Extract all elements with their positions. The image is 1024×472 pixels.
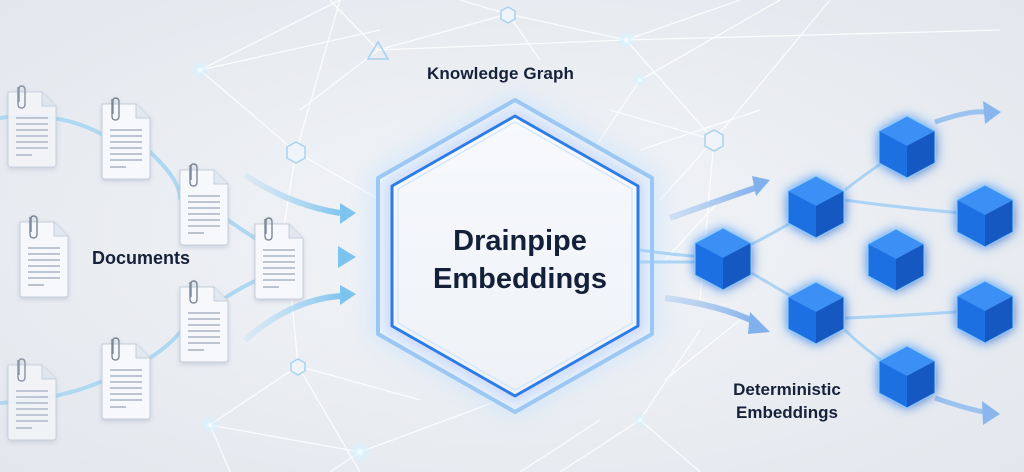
center-title-line-2: Embeddings bbox=[432, 263, 607, 295]
deterministic-label-line-1: Deterministic bbox=[733, 380, 841, 399]
network-hexagon-nodes bbox=[286, 6, 724, 376]
inbound-arrows bbox=[243, 172, 356, 343]
center-title-line-1: Drainpipe bbox=[453, 225, 587, 257]
documents-label: Documents bbox=[92, 248, 191, 268]
network-triangle-node bbox=[366, 40, 390, 60]
deterministic-embeddings-label: Deterministic Embeddings bbox=[722, 378, 852, 424]
center-title: Drainpipe Embeddings bbox=[395, 222, 645, 298]
center-hexagon bbox=[370, 92, 660, 418]
embedding-cubes bbox=[694, 115, 1014, 409]
knowledge-graph-label: Knowledge Graph bbox=[427, 64, 574, 83]
deterministic-label-line-2: Embeddings bbox=[735, 403, 838, 422]
outbound-arrows bbox=[664, 101, 1001, 425]
network-nodes bbox=[190, 30, 648, 464]
network-lines bbox=[199, 0, 1001, 472]
